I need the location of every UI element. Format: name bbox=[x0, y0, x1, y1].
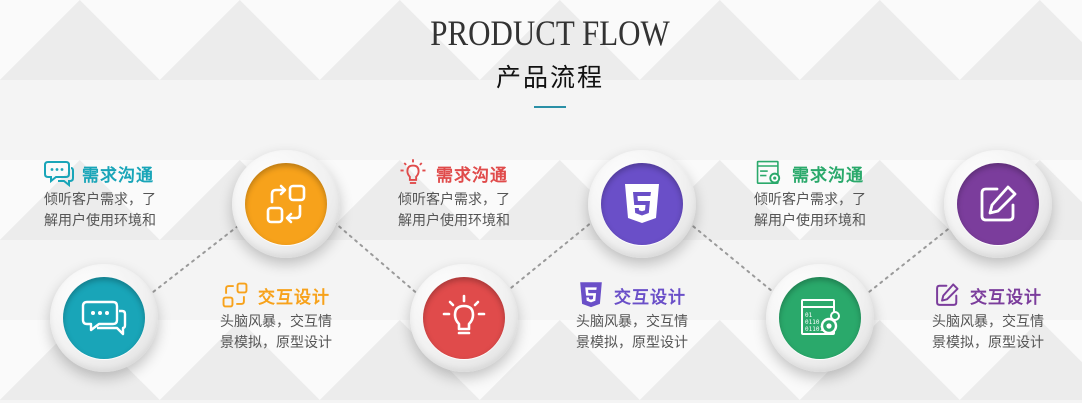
connector-2-3 bbox=[333, 221, 421, 297]
step-2-title: 交互设计 bbox=[258, 287, 330, 308]
step-5-circle[interactable]: 01 0110 01101 bbox=[766, 264, 874, 372]
html5-icon bbox=[576, 280, 606, 310]
code-gears-icon: 01 0110 01101 bbox=[801, 299, 840, 335]
edit-pen-icon bbox=[980, 185, 1017, 222]
step-3-circle[interactable] bbox=[410, 264, 518, 372]
title-underline bbox=[534, 106, 566, 108]
step-5-desc-line-2: 解用户使用环境和 bbox=[754, 213, 866, 229]
connector-1-2 bbox=[147, 225, 239, 297]
step-3-badge bbox=[423, 277, 505, 359]
step-3-title: 需求沟通 bbox=[436, 165, 508, 186]
step-5-desc-line-1: 倾听客户需求，了 bbox=[754, 192, 866, 208]
step-4-title: 交互设计 bbox=[614, 287, 686, 308]
title-english: PRODUCT FLOW bbox=[430, 13, 670, 53]
svg-text:01: 01 bbox=[805, 312, 813, 319]
step-3-desc-line-1: 倾听客户需求，了 bbox=[398, 192, 510, 208]
step-4-desc-line-1: 头脑风暴，交互情 bbox=[576, 314, 688, 330]
step-4-label: 交互设计 头脑风暴，交互情 景模拟，原型设计 bbox=[576, 280, 716, 354]
step-1-label: 需求沟通 倾听客户需求，了 解用户使用环境和 bbox=[44, 158, 184, 232]
step-2-desc-line-2: 景模拟，原型设计 bbox=[220, 335, 332, 351]
step-1-title: 需求沟通 bbox=[82, 165, 154, 186]
lightbulb-icon bbox=[398, 158, 428, 188]
step-6-circle[interactable] bbox=[944, 150, 1052, 258]
edit-pen-icon bbox=[932, 280, 962, 310]
step-4-badge bbox=[601, 163, 683, 245]
step-2-circle[interactable] bbox=[232, 150, 340, 258]
connector-5-6 bbox=[863, 225, 953, 297]
step-6-desc-line-2: 景模拟，原型设计 bbox=[932, 335, 1044, 351]
chat-bubbles-icon bbox=[44, 158, 74, 188]
step-1-desc-line-1: 倾听客户需求，了 bbox=[44, 192, 156, 208]
step-1-desc-line-2: 解用户使用环境和 bbox=[44, 213, 156, 229]
title-chinese: 产品流程 bbox=[495, 63, 604, 92]
step-3-desc-line-2: 解用户使用环境和 bbox=[398, 213, 510, 229]
flow-blocks-icon bbox=[220, 280, 250, 310]
html5-icon bbox=[625, 184, 659, 223]
step-2-label: 交互设计 头脑风暴，交互情 景模拟，原型设计 bbox=[220, 280, 360, 354]
step-3-label: 需求沟通 倾听客户需求，了 解用户使用环境和 bbox=[398, 158, 538, 232]
lightbulb-icon bbox=[442, 294, 486, 335]
step-2-badge bbox=[245, 163, 327, 245]
step-5-label: 需求沟通 倾听客户需求，了 解用户使用环境和 bbox=[754, 158, 894, 232]
code-gears-icon bbox=[754, 158, 784, 188]
step-6-desc-line-1: 头脑风暴，交互情 bbox=[932, 314, 1044, 330]
step-5-title: 需求沟通 bbox=[792, 165, 864, 186]
step-4-desc-line-2: 景模拟，原型设计 bbox=[576, 335, 688, 351]
step-5-badge: 01 0110 01101 bbox=[779, 277, 861, 359]
step-1-badge bbox=[63, 277, 145, 359]
step-6-label: 交互设计 头脑风暴，交互情 景模拟，原型设计 bbox=[932, 280, 1072, 354]
step-6-badge bbox=[957, 163, 1039, 245]
step-4-circle[interactable] bbox=[588, 150, 696, 258]
connector-3-4 bbox=[505, 221, 593, 293]
flow-blocks-icon bbox=[266, 184, 306, 224]
svg-text:01101: 01101 bbox=[805, 326, 823, 333]
step-6-title: 交互设计 bbox=[970, 287, 1042, 308]
step-2-desc-line-1: 头脑风暴，交互情 bbox=[220, 314, 332, 330]
svg-text:0110: 0110 bbox=[805, 319, 820, 326]
connector-4-5 bbox=[687, 221, 779, 297]
chat-bubbles-icon bbox=[81, 300, 127, 336]
step-1-circle[interactable] bbox=[50, 264, 158, 372]
